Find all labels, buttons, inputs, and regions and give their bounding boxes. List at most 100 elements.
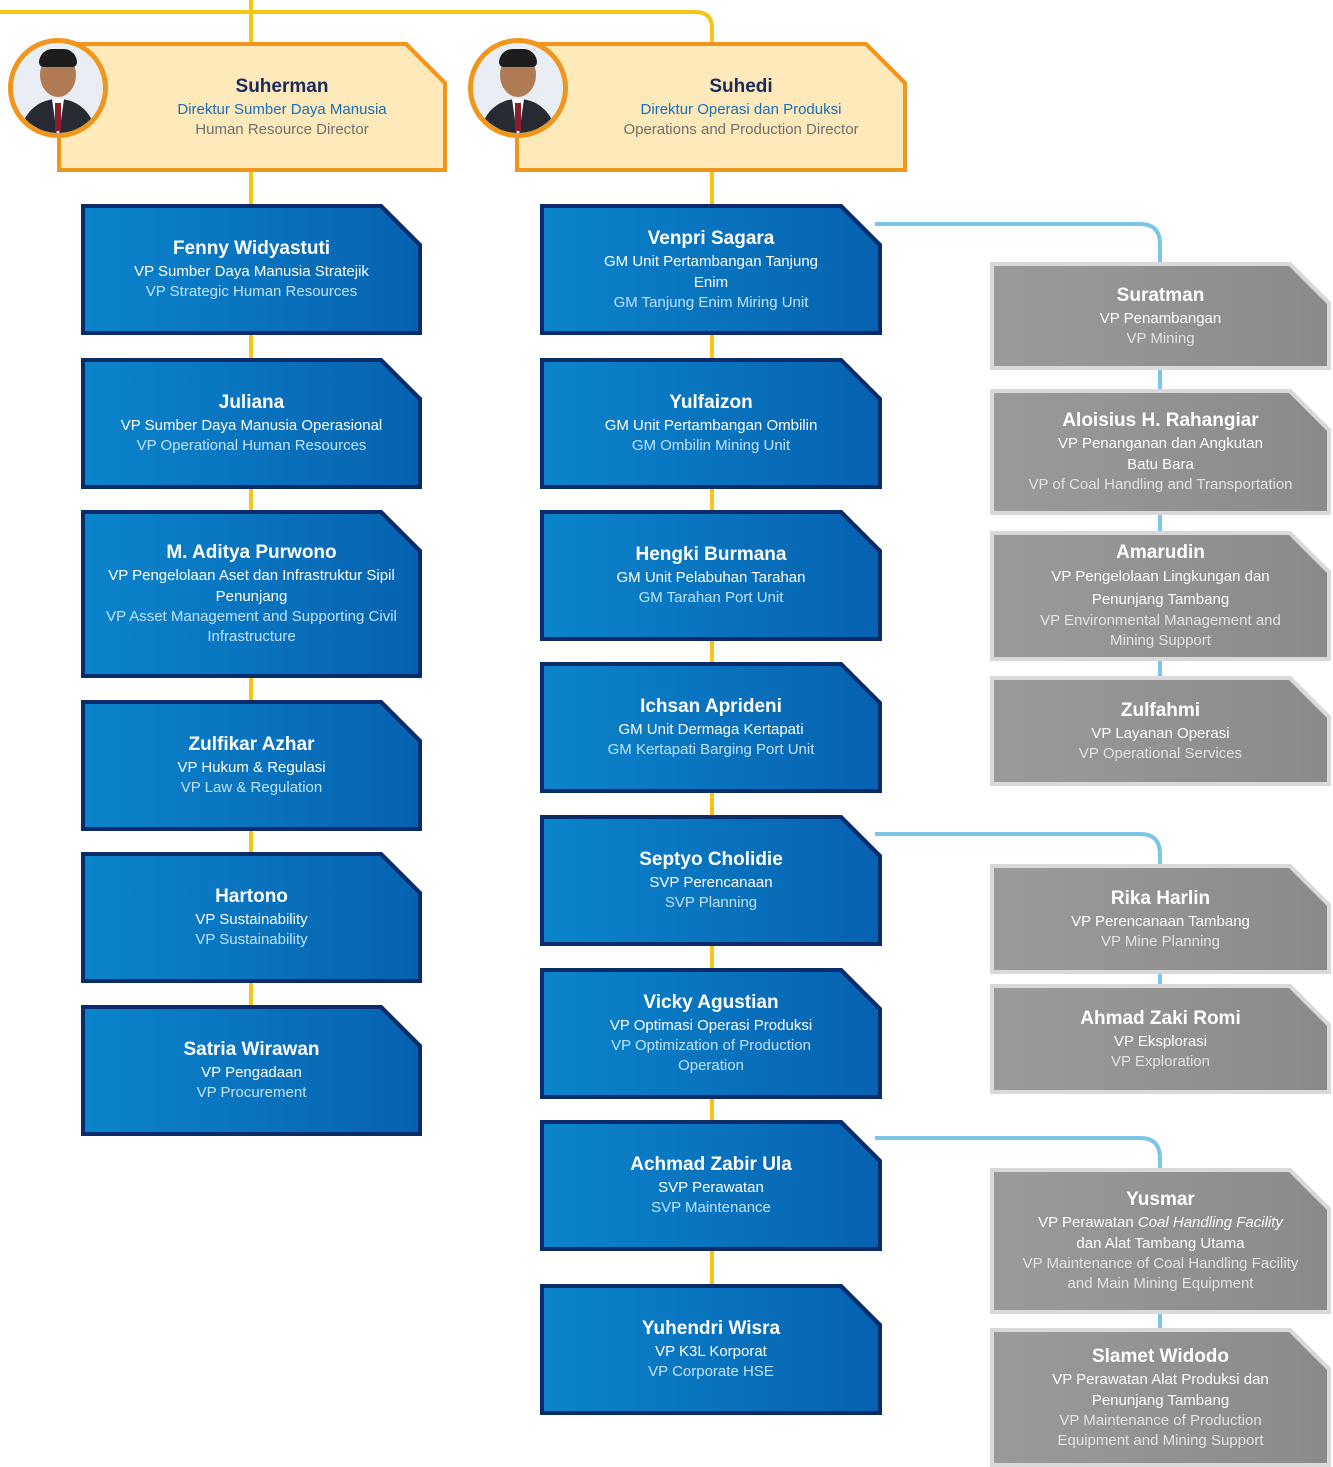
- position-card: Yuhendri Wisra VP K3L Korporat VP Corpor…: [540, 1284, 882, 1415]
- position-title-id: VP K3L Korporat: [655, 1343, 767, 1360]
- position-title-en: VP Maintenance of Production Equipment a…: [1057, 1411, 1264, 1449]
- position-card: Venpri Sagara GM Unit Pertambangan Tanju…: [540, 204, 882, 335]
- sub-position-card: Amarudin VP Pengelolaan Lingkungan dan P…: [990, 531, 1331, 661]
- position-card: Zulfikar Azhar VP Hukum & Regulasi VP La…: [81, 700, 422, 831]
- position-title-en: VP Corporate HSE: [648, 1363, 774, 1380]
- position-title-en: VP Operational Human Resources: [136, 437, 367, 454]
- position-title-en: VP Environmental Management and Mining S…: [1040, 612, 1281, 649]
- person-name: Ichsan Aprideni: [640, 696, 782, 717]
- person-name: Septyo Cholidie: [639, 849, 783, 870]
- director-name: Suherman: [235, 75, 329, 97]
- position-card: M. Aditya Purwono VP Pengelolaan Aset da…: [81, 510, 422, 678]
- position-title-id-italic: Coal Handling Facility: [1137, 1214, 1283, 1231]
- person-name: M. Aditya Purwono: [166, 542, 337, 563]
- person-name: Fenny Widyastuti: [172, 238, 331, 259]
- position-title-en: GM Kertapati Barging Port Unit: [607, 741, 815, 758]
- person-name: Achmad Zabir Ula: [630, 1154, 792, 1175]
- person-name: Yusmar: [1126, 1189, 1195, 1210]
- person-name: Amarudin: [1116, 542, 1205, 563]
- position-title-en: VP Exploration: [1111, 1052, 1210, 1070]
- sub-position-card: Rika Harlin VP Perencanaan Tambang VP Mi…: [990, 864, 1331, 974]
- position-title-en: VP Operational Services: [1078, 744, 1243, 762]
- sub-position-card: Zulfahmi VP Layanan Operasi VP Operation…: [990, 676, 1331, 786]
- position-title-en: GM Ombilin Mining Unit: [631, 437, 791, 454]
- position-card: Satria Wirawan VP Pengadaan VP Procureme…: [81, 1005, 422, 1136]
- position-title-en: VP Strategic Human Resources: [145, 283, 358, 300]
- position-title-id: VP Penambangan: [1099, 309, 1222, 327]
- position-title-id: GM Unit Dermaga Kertapati: [618, 721, 804, 738]
- director-title-id: Direktur Sumber Daya Manusia: [177, 100, 387, 118]
- position-card: Ichsan Aprideni GM Unit Dermaga Kertapat…: [540, 662, 882, 793]
- position-title-id: VP Eksplorasi: [1113, 1032, 1208, 1050]
- position-title-en: SVP Planning: [664, 894, 758, 911]
- position-title-id: VP Sumber Daya Manusia Stratejik: [134, 263, 369, 280]
- position-title-id: VP Sumber Daya Manusia Operasional: [120, 417, 383, 434]
- position-card: Achmad Zabir Ula SVP Perawatan SVP Maint…: [540, 1120, 882, 1251]
- position-title-id: SVP Perawatan: [658, 1179, 764, 1196]
- position-card: Hartono VP Sustainability VP Sustainabil…: [81, 852, 422, 983]
- position-title-en: VP Mining: [1126, 329, 1195, 347]
- person-name: Rika Harlin: [1110, 887, 1211, 909]
- position-title-id: VP Pengelolaan Aset dan Infrastruktur Si…: [108, 567, 395, 605]
- position-title-en: VP Mine Planning: [1101, 932, 1220, 950]
- position-title-en: VP Asset Management and Supporting Civil…: [106, 608, 397, 645]
- position-title-en: GM Tarahan Port Unit: [638, 589, 784, 606]
- director-card-suhedi: Suhedi Direktur Operasi dan Produksi Ope…: [515, 42, 907, 172]
- position-title-en: VP Sustainability: [195, 931, 308, 948]
- position-title-en: VP Law & Regulation: [180, 779, 323, 796]
- sub-position-card: Yusmar VP Perawatan Coal Handling Facili…: [990, 1168, 1331, 1314]
- director-avatar-suherman: [8, 38, 108, 138]
- person-name: Suratman: [1116, 284, 1205, 306]
- person-name: Satria Wirawan: [183, 1039, 320, 1060]
- position-title-id: GM Unit Pertambangan Tanjung Enim: [604, 252, 819, 291]
- position-title-id: VP Penanganan dan Angkutan Batu Bara: [1058, 435, 1263, 473]
- position-title-en: VP Procurement: [196, 1084, 307, 1101]
- director-name: Suhedi: [709, 75, 773, 97]
- person-name: Juliana: [218, 392, 285, 413]
- person-name: Aloisius H. Rahangiar: [1062, 410, 1259, 431]
- position-title-id: VP Pengadaan: [201, 1064, 302, 1081]
- person-name: Hengki Burmana: [635, 544, 787, 565]
- position-title-id: VP Pengelolaan Lingkungan dan Penunjang …: [1051, 568, 1270, 608]
- person-name: Zulfikar Azhar: [188, 734, 315, 755]
- person-name: Zulfahmi: [1120, 699, 1201, 721]
- director-card-suherman: Suherman Direktur Sumber Daya Manusia Hu…: [57, 42, 447, 172]
- position-card: Vicky Agustian VP Optimasi Operasi Produ…: [540, 968, 882, 1099]
- position-title-id: SVP Perencanaan: [649, 874, 773, 891]
- person-name: Ahmad Zaki Romi: [1080, 1007, 1241, 1029]
- position-title-id: VP Hukum & Regulasi: [177, 759, 326, 776]
- sub-position-card: Aloisius H. Rahangiar VP Penanganan dan …: [990, 389, 1331, 515]
- position-title-en: SVP Maintenance: [651, 1199, 771, 1216]
- position-card: Fenny Widyastuti VP Sumber Daya Manusia …: [81, 204, 422, 335]
- position-card: Yulfaizon GM Unit Pertambangan Ombilin G…: [540, 358, 882, 489]
- position-title-id: VP Perawatan Coal Handling Facility dan …: [1002, 1212, 1319, 1254]
- director-avatar-suhedi: [468, 38, 568, 138]
- sub-position-card: Suratman VP Penambangan VP Mining: [990, 262, 1331, 370]
- sub-position-card: Slamet Widodo VP Perawatan Alat Produksi…: [990, 1328, 1331, 1467]
- position-title-id: GM Unit Pelabuhan Tarahan: [616, 569, 806, 586]
- position-title-id: VP Perawatan Alat Produksi dan Penunjang…: [1052, 1370, 1269, 1409]
- position-title-en: VP Optimization of Production Operation: [611, 1037, 811, 1074]
- position-title-id: VP Layanan Operasi: [1091, 724, 1230, 742]
- person-name: Vicky Agustian: [643, 992, 779, 1013]
- position-card: Septyo Cholidie SVP Perencanaan SVP Plan…: [540, 815, 882, 946]
- position-card: Juliana VP Sumber Daya Manusia Operasion…: [81, 358, 422, 489]
- position-title-id-prefix: VP Perawatan: [1038, 1214, 1138, 1231]
- sub-position-card: Ahmad Zaki Romi VP Eksplorasi VP Explora…: [990, 984, 1331, 1094]
- position-title-id: VP Perencanaan Tambang: [1071, 912, 1250, 930]
- director-title-id: Direktur Operasi dan Produksi: [640, 100, 842, 118]
- position-title-id: VP Optimasi Operasi Produksi: [609, 1017, 813, 1034]
- person-name: Slamet Widodo: [1091, 1345, 1230, 1367]
- person-name: Hartono: [215, 886, 288, 907]
- position-title-id: GM Unit Pertambangan Ombilin: [604, 417, 818, 434]
- person-name: Yuhendri Wisra: [641, 1318, 781, 1339]
- position-title-en: VP of Coal Handling and Transportation: [1028, 476, 1293, 493]
- director-title-en: Operations and Production Director: [623, 120, 859, 138]
- position-title-id-suffix: dan Alat Tambang Utama: [1076, 1235, 1245, 1252]
- position-title-en: VP Maintenance of Coal Handling Facility…: [1022, 1255, 1299, 1292]
- person-name: Yulfaizon: [669, 392, 753, 413]
- position-title-id: VP Sustainability: [195, 911, 308, 928]
- position-title-en: GM Tanjung Enim Miring Unit: [613, 293, 809, 311]
- position-card: Hengki Burmana GM Unit Pelabuhan Tarahan…: [540, 510, 882, 641]
- director-title-en: Human Resource Director: [195, 120, 369, 138]
